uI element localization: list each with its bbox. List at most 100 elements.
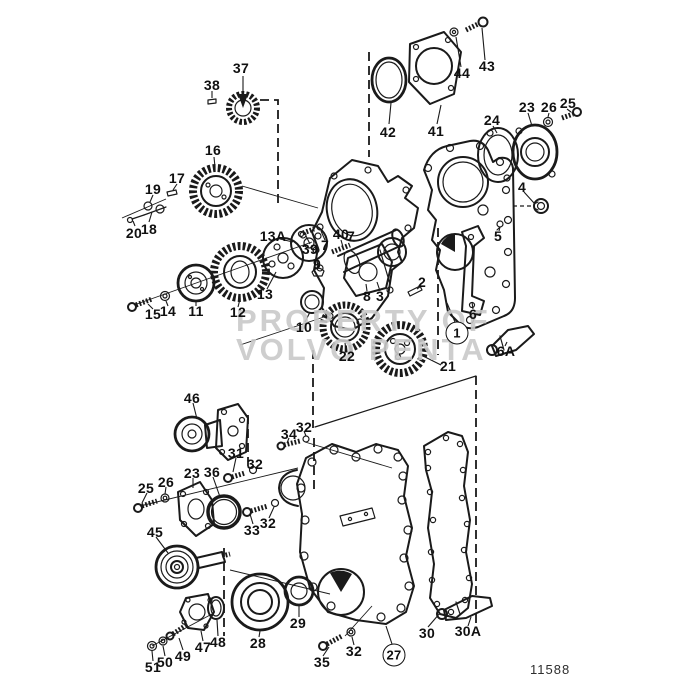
alignment-dashed-lines bbox=[223, 52, 533, 636]
callout-35: 35 bbox=[313, 654, 331, 670]
bolt-15 bbox=[127, 296, 153, 312]
sealant-tube-30a bbox=[436, 595, 493, 621]
seal-48 bbox=[207, 596, 225, 620]
callout-7: 7 bbox=[320, 237, 330, 253]
shaft-assembly bbox=[297, 223, 423, 297]
washer-26 bbox=[542, 116, 554, 128]
callout-7: 7 bbox=[346, 228, 356, 244]
callout-36: 36 bbox=[203, 464, 221, 480]
callout-25: 25 bbox=[137, 480, 155, 496]
callout-26: 26 bbox=[540, 99, 558, 115]
callout-6a: 6A bbox=[496, 343, 516, 359]
callout-44: 44 bbox=[453, 65, 471, 81]
callout-24: 24 bbox=[483, 112, 501, 128]
watermark-line-2: VOLVO PENTA bbox=[236, 332, 487, 367]
bolt-25-lower bbox=[133, 498, 158, 513]
callout-42: 42 bbox=[379, 124, 397, 140]
washer-32-bottom bbox=[346, 627, 356, 637]
water-pump-46 bbox=[173, 403, 249, 461]
callout-2: 2 bbox=[417, 274, 427, 290]
leader-lines bbox=[132, 27, 572, 662]
bolt-25 bbox=[561, 107, 582, 121]
plate-13a bbox=[290, 224, 328, 262]
sealant-tube-6a bbox=[486, 325, 535, 357]
gear-16 bbox=[189, 164, 243, 218]
gear-22 bbox=[319, 301, 371, 353]
plate-13 bbox=[262, 237, 304, 279]
callout-25: 25 bbox=[559, 95, 577, 111]
callout-8: 8 bbox=[362, 288, 372, 304]
callout-30a: 30A bbox=[454, 623, 482, 639]
bracket-6 bbox=[446, 225, 485, 323]
callout-32: 32 bbox=[295, 419, 313, 435]
callout-9: 9 bbox=[312, 256, 322, 272]
callout-47: 47 bbox=[194, 639, 212, 655]
ring-10 bbox=[300, 290, 324, 314]
callout-1: 1 bbox=[445, 321, 469, 345]
cover-27 bbox=[278, 443, 415, 645]
plug-4 bbox=[533, 198, 549, 214]
callout-13: 13 bbox=[256, 286, 274, 302]
callout-32: 32 bbox=[259, 515, 277, 531]
washer-14 bbox=[159, 290, 171, 302]
callout-29: 29 bbox=[289, 615, 307, 631]
callout-15: 15 bbox=[144, 306, 162, 322]
callout-39: 39 bbox=[301, 241, 319, 257]
callout-16: 16 bbox=[204, 142, 222, 158]
callout-40: 40 bbox=[332, 226, 350, 242]
callout-21: 21 bbox=[439, 358, 457, 374]
callout-10: 10 bbox=[295, 319, 313, 335]
callout-50: 50 bbox=[156, 654, 174, 670]
cover-plate-41 bbox=[408, 31, 462, 105]
callout-17: 17 bbox=[168, 170, 186, 186]
callout-32: 32 bbox=[345, 643, 363, 659]
callout-46: 46 bbox=[183, 390, 201, 406]
o-ring-42 bbox=[370, 56, 408, 104]
callout-12: 12 bbox=[229, 304, 247, 320]
callout-28: 28 bbox=[249, 635, 267, 651]
bracket-18-19-20 bbox=[126, 201, 167, 224]
callout-23: 23 bbox=[183, 465, 201, 481]
washer-50 bbox=[158, 636, 168, 646]
callout-49: 49 bbox=[174, 648, 192, 664]
callout-33: 33 bbox=[243, 522, 261, 538]
bolt-43 bbox=[464, 16, 489, 33]
callout-18: 18 bbox=[140, 221, 158, 237]
bolt-49 bbox=[165, 621, 190, 641]
callout-6: 6 bbox=[468, 306, 478, 322]
callout-23: 23 bbox=[518, 99, 536, 115]
callout-20: 20 bbox=[125, 225, 143, 241]
callout-37: 37 bbox=[232, 60, 250, 76]
drawing-number: 11588 bbox=[530, 662, 571, 677]
gear-12 bbox=[210, 242, 270, 302]
pulley-28 bbox=[230, 572, 290, 632]
callout-30: 30 bbox=[418, 625, 436, 641]
nut-51 bbox=[146, 640, 158, 652]
callout-13a: 13A bbox=[259, 228, 287, 244]
callout-38: 38 bbox=[203, 77, 221, 93]
gear-37 bbox=[226, 91, 260, 125]
callout-51: 51 bbox=[144, 659, 162, 675]
callout-22: 22 bbox=[338, 348, 356, 364]
callout-27: 27 bbox=[382, 643, 406, 667]
callout-32: 32 bbox=[246, 456, 264, 472]
callout-34: 34 bbox=[280, 426, 298, 442]
callout-26: 26 bbox=[157, 474, 175, 490]
callout-45: 45 bbox=[146, 524, 164, 540]
callout-5: 5 bbox=[493, 228, 503, 244]
o-ring-36 bbox=[206, 494, 242, 530]
callout-3: 3 bbox=[375, 288, 385, 304]
gear-21 bbox=[372, 321, 442, 377]
flange-23 bbox=[511, 123, 559, 181]
callout-14: 14 bbox=[159, 303, 177, 319]
callout-43: 43 bbox=[478, 58, 496, 74]
pin-17 bbox=[166, 189, 178, 197]
callout-11: 11 bbox=[188, 303, 204, 319]
bolt-31 bbox=[223, 465, 258, 483]
callout-41: 41 bbox=[427, 123, 445, 139]
washer-44 bbox=[449, 27, 459, 37]
bolt-33 bbox=[242, 498, 280, 517]
callout-31: 31 bbox=[227, 445, 245, 461]
